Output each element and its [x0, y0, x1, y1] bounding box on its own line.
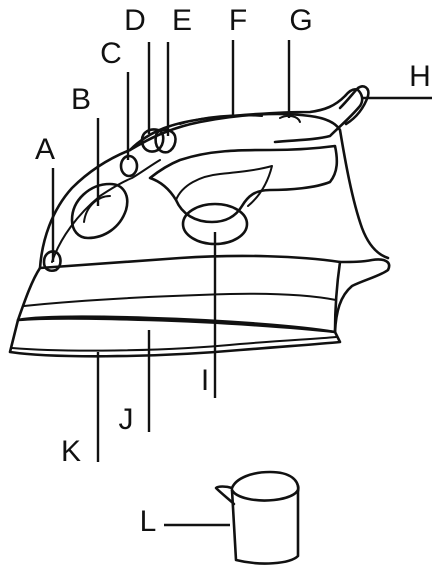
label-f: F	[229, 4, 247, 37]
soleplate	[8, 317, 342, 358]
label-g: G	[289, 4, 312, 37]
callout-labels: A B C D E F G H I J K L	[35, 4, 431, 538]
water-tank-recess	[175, 165, 273, 207]
label-b: B	[71, 83, 91, 116]
label-i: I	[201, 364, 209, 397]
leader-lines	[51, 40, 432, 527]
label-d: D	[124, 4, 146, 37]
burst-button	[154, 128, 177, 154]
handle-opening	[148, 144, 339, 224]
cup-body	[230, 470, 300, 565]
label-a: A	[35, 133, 55, 166]
steam-selector	[279, 114, 301, 123]
label-l: L	[140, 505, 157, 538]
housing-band-line	[23, 292, 337, 307]
body-inner-contour	[51, 159, 161, 263]
thermostat-dial-inner	[83, 195, 111, 223]
cup-rim	[230, 484, 300, 502]
rear-heel	[333, 258, 391, 334]
label-k: K	[61, 435, 81, 468]
cord-guard	[338, 85, 370, 126]
cup-spout	[214, 485, 236, 506]
label-e: E	[172, 4, 192, 37]
fill-cover	[179, 114, 263, 125]
spray-nozzle	[42, 250, 62, 273]
label-c: C	[100, 37, 122, 70]
label-h: H	[409, 60, 431, 93]
iron-illustration	[8, 85, 391, 358]
soleplate-edge	[11, 336, 337, 352]
thermostat-dial	[70, 182, 129, 240]
label-j: J	[119, 403, 134, 436]
spray-button	[140, 128, 165, 153]
measuring-cup	[214, 470, 300, 565]
